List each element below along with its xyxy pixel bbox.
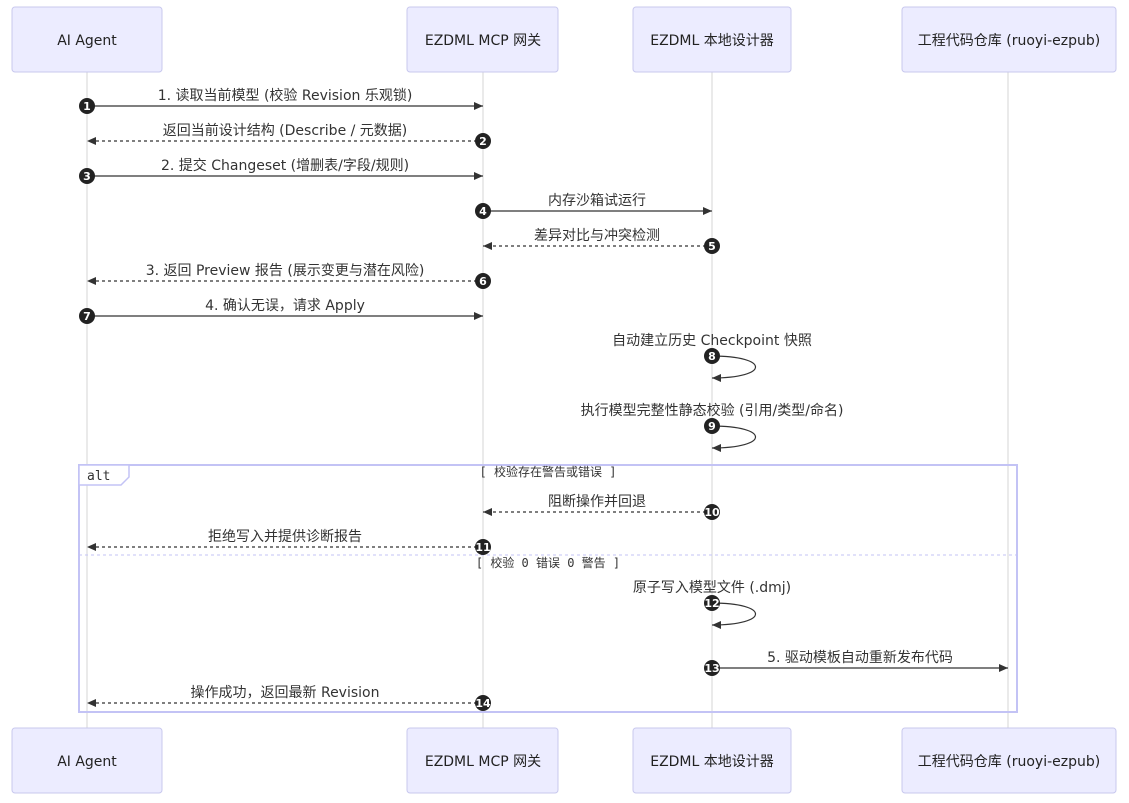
alt-condition-2: [ 校验 0 错误 0 警告 ]	[476, 555, 620, 570]
actor-label: 工程代码仓库 (ruoyi-ezpub)	[918, 754, 1100, 770]
message-label: 1. 读取当前模型 (校验 Revision 乐观锁)	[158, 87, 413, 104]
message-label: 4. 确认无误，请求 Apply	[205, 298, 365, 314]
sequence-number: 1	[83, 100, 91, 113]
alt-condition-1: [ 校验存在警告或错误 ]	[480, 464, 617, 479]
actor-repo-bottom: 工程代码仓库 (ruoyi-ezpub)	[901, 727, 1117, 794]
message-label: 返回当前设计结构 (Describe / 元数据)	[163, 122, 408, 139]
actor-designer-bottom: EZDML 本地设计器	[632, 727, 792, 794]
message-label: 5. 驱动模板自动重新发布代码	[767, 650, 953, 666]
message-10: 阻断操作并回退 10	[483, 494, 720, 520]
sequence-number: 14	[475, 697, 491, 710]
message-label: 原子写入模型文件 (.dmj)	[633, 580, 791, 596]
actor-designer-top: EZDML 本地设计器	[632, 6, 792, 73]
actor-label: AI Agent	[57, 754, 117, 770]
sequence-number: 4	[479, 205, 487, 218]
actor-repo-top: 工程代码仓库 (ruoyi-ezpub)	[901, 6, 1117, 73]
message-12: 原子写入模型文件 (.dmj) 12	[633, 580, 791, 629]
message-label: 操作成功，返回最新 Revision	[191, 685, 380, 701]
message-5: 差异对比与冲突检测 5	[483, 228, 720, 254]
message-13: 5. 驱动模板自动重新发布代码 13	[704, 650, 1008, 676]
alt-block: alt [ 校验存在警告或错误 ] [ 校验 0 错误 0 警告 ]	[78, 464, 1018, 713]
message-3: 2. 提交 Changeset (增删表/字段/规则) 3	[79, 157, 483, 184]
sequence-number: 13	[704, 662, 719, 675]
message-14: 操作成功，返回最新 Revision 14	[87, 685, 491, 711]
sequence-number: 7	[83, 310, 91, 323]
message-label: 内存沙箱试运行	[548, 193, 646, 209]
message-6: 3. 返回 Preview 报告 (展示变更与潜在风险) 6	[87, 263, 491, 289]
sequence-number: 6	[479, 275, 487, 288]
alt-label: alt	[87, 469, 110, 484]
sequence-number: 5	[708, 240, 716, 253]
actor-label: EZDML MCP 网关	[425, 754, 541, 770]
sequence-number: 8	[708, 350, 716, 363]
message-label: 拒绝写入并提供诊断报告	[208, 529, 362, 545]
message-label: 3. 返回 Preview 报告 (展示变更与潜在风险)	[146, 263, 425, 279]
sequence-number: 11	[475, 541, 490, 554]
sequence-number: 2	[479, 135, 487, 148]
message-label: 2. 提交 Changeset (增删表/字段/规则)	[161, 157, 409, 174]
actor-gateway-top: EZDML MCP 网关	[406, 6, 559, 73]
actor-label: EZDML 本地设计器	[650, 754, 774, 770]
sequence-number: 3	[83, 170, 91, 183]
message-8: 自动建立历史 Checkpoint 快照 8	[612, 333, 812, 382]
sequence-number: 9	[708, 420, 716, 433]
actor-agent-bottom: AI Agent	[11, 727, 163, 794]
actor-label: 工程代码仓库 (ruoyi-ezpub)	[918, 33, 1100, 49]
message-4: 内存沙箱试运行 4	[475, 193, 712, 219]
actor-label: EZDML MCP 网关	[425, 33, 541, 49]
sequence-number: 10	[704, 506, 720, 519]
actor-gateway-bottom: EZDML MCP 网关	[406, 727, 559, 794]
message-label: 差异对比与冲突检测	[534, 228, 660, 244]
message-9: 执行模型完整性静态校验 (引用/类型/命名) 9	[581, 402, 844, 452]
sequence-number: 12	[704, 597, 719, 610]
message-label: 阻断操作并回退	[548, 494, 646, 510]
message-11: 拒绝写入并提供诊断报告 11	[87, 529, 491, 555]
message-1: 1. 读取当前模型 (校验 Revision 乐观锁) 1	[79, 87, 483, 114]
actor-label: EZDML 本地设计器	[650, 33, 774, 49]
actor-agent-top: AI Agent	[11, 6, 163, 73]
message-2: 返回当前设计结构 (Describe / 元数据) 2	[87, 122, 491, 149]
actor-label: AI Agent	[57, 33, 117, 49]
message-label: 自动建立历史 Checkpoint 快照	[612, 333, 812, 349]
message-label: 执行模型完整性静态校验 (引用/类型/命名)	[581, 402, 844, 419]
message-7: 4. 确认无误，请求 Apply 7	[79, 298, 483, 324]
